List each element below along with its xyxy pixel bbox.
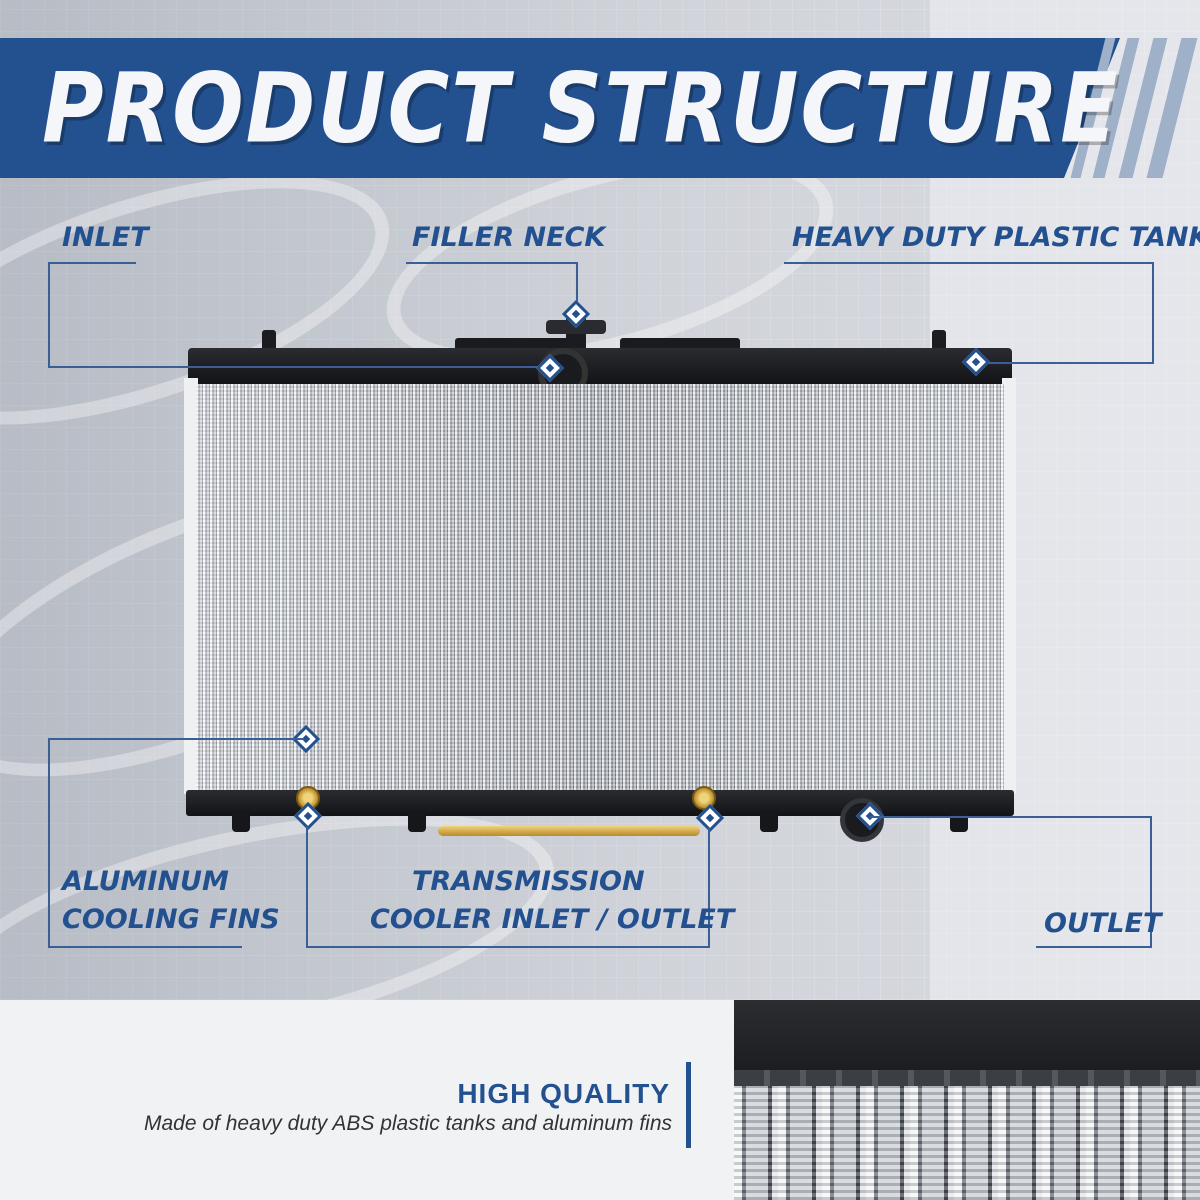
callout-line	[1036, 946, 1152, 948]
side-strip	[1002, 378, 1016, 794]
label-fins-line2: COOLING FINS	[62, 904, 280, 935]
label-inlet: INLET	[62, 222, 149, 253]
label-fins-line1: ALUMINUM	[62, 866, 229, 897]
callout-line	[306, 826, 308, 948]
mount-foot	[408, 810, 426, 832]
label-filler-neck: FILLER NECK	[412, 222, 606, 253]
label-transmission-line2: COOLER INLET / OUTLET	[370, 904, 735, 935]
feature-divider	[686, 1062, 691, 1148]
callout-line	[48, 738, 304, 740]
transmission-tube	[438, 826, 700, 836]
mount-foot	[760, 810, 778, 832]
callout-line	[1150, 816, 1152, 948]
side-strip	[184, 378, 198, 794]
feature-title: HIGH QUALITY	[457, 1078, 670, 1109]
callout-line	[784, 262, 1154, 264]
mount-foot	[950, 810, 968, 832]
callout-line	[306, 946, 710, 948]
label-outlet: OUTLET	[1044, 908, 1162, 939]
radiator-image	[180, 300, 1020, 842]
title-banner	[0, 38, 1120, 178]
callout-line	[1152, 262, 1154, 364]
callout-line	[708, 828, 710, 948]
callout-line	[576, 262, 578, 308]
callout-line	[870, 816, 1152, 818]
cooling-core	[196, 384, 1004, 790]
callout-line	[48, 366, 550, 368]
callout-line	[976, 362, 1154, 364]
callout-line	[48, 738, 50, 948]
mount-foot	[232, 810, 250, 832]
feature-description: Made of heavy duty ABS plastic tanks and…	[144, 1112, 672, 1135]
label-plastic-tank: HEAVY DUTY PLASTIC TANK	[792, 222, 1200, 253]
fin-closeup	[734, 1086, 1200, 1200]
callout-line	[48, 946, 242, 948]
callout-line	[406, 262, 578, 264]
callout-line	[48, 262, 50, 368]
page-title: PRODUCT STRUCTURE	[42, 51, 1120, 165]
callout-line	[48, 262, 136, 264]
fin-closeup-image	[734, 1000, 1200, 1200]
label-transmission-line1: TRANSMISSION	[412, 866, 645, 897]
